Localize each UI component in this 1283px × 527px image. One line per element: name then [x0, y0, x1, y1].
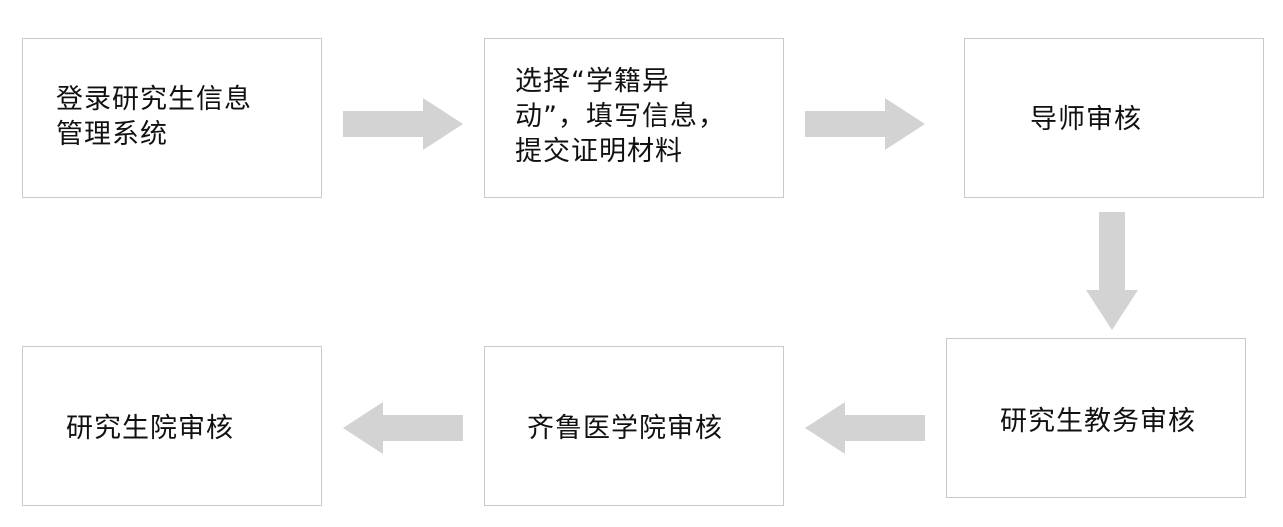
- step-box-login: [22, 38, 322, 198]
- flow-arrow-right: [805, 98, 925, 150]
- step-box-supervisor-review: [964, 38, 1264, 198]
- step-label-line: 研究生院审核: [66, 413, 234, 444]
- step-label-line: 登录研究生信息: [56, 84, 252, 115]
- step-label-line: 选择“学籍异: [515, 66, 670, 97]
- step-label-login: 登录研究生信息 管理系统: [56, 82, 252, 152]
- step-box-graduate-school-review: [22, 346, 322, 506]
- step-label-graduate-school-review: 研究生院审核: [66, 411, 234, 446]
- step-label-select-status-change: 选择“学籍异 动”，填写信息， 提交证明材料: [515, 64, 726, 169]
- step-label-cheeloo-medical-college-review: 齐鲁医学院审核: [527, 411, 723, 446]
- step-label-supervisor-review: 导师审核: [1030, 102, 1142, 137]
- flow-arrow-down: [1086, 212, 1138, 330]
- flow-arrow-left: [343, 402, 463, 454]
- step-label-line: 导师审核: [1030, 104, 1142, 135]
- step-label-line: 齐鲁医学院审核: [527, 413, 723, 444]
- step-box-graduate-academic-affairs-review: [946, 338, 1246, 498]
- flow-arrow-left: [805, 402, 925, 454]
- step-label-line: 提交证明材料: [515, 136, 683, 167]
- step-box-select-status-change: [484, 38, 784, 198]
- step-label-line: 管理系统: [56, 119, 168, 150]
- step-box-cheeloo-medical-college-review: [484, 346, 784, 506]
- step-label-graduate-academic-affairs-review: 研究生教务审核: [1000, 404, 1196, 439]
- flow-arrow-right: [343, 98, 463, 150]
- step-label-line: 动”，填写信息，: [515, 101, 726, 132]
- step-label-line: 研究生教务审核: [1000, 406, 1196, 437]
